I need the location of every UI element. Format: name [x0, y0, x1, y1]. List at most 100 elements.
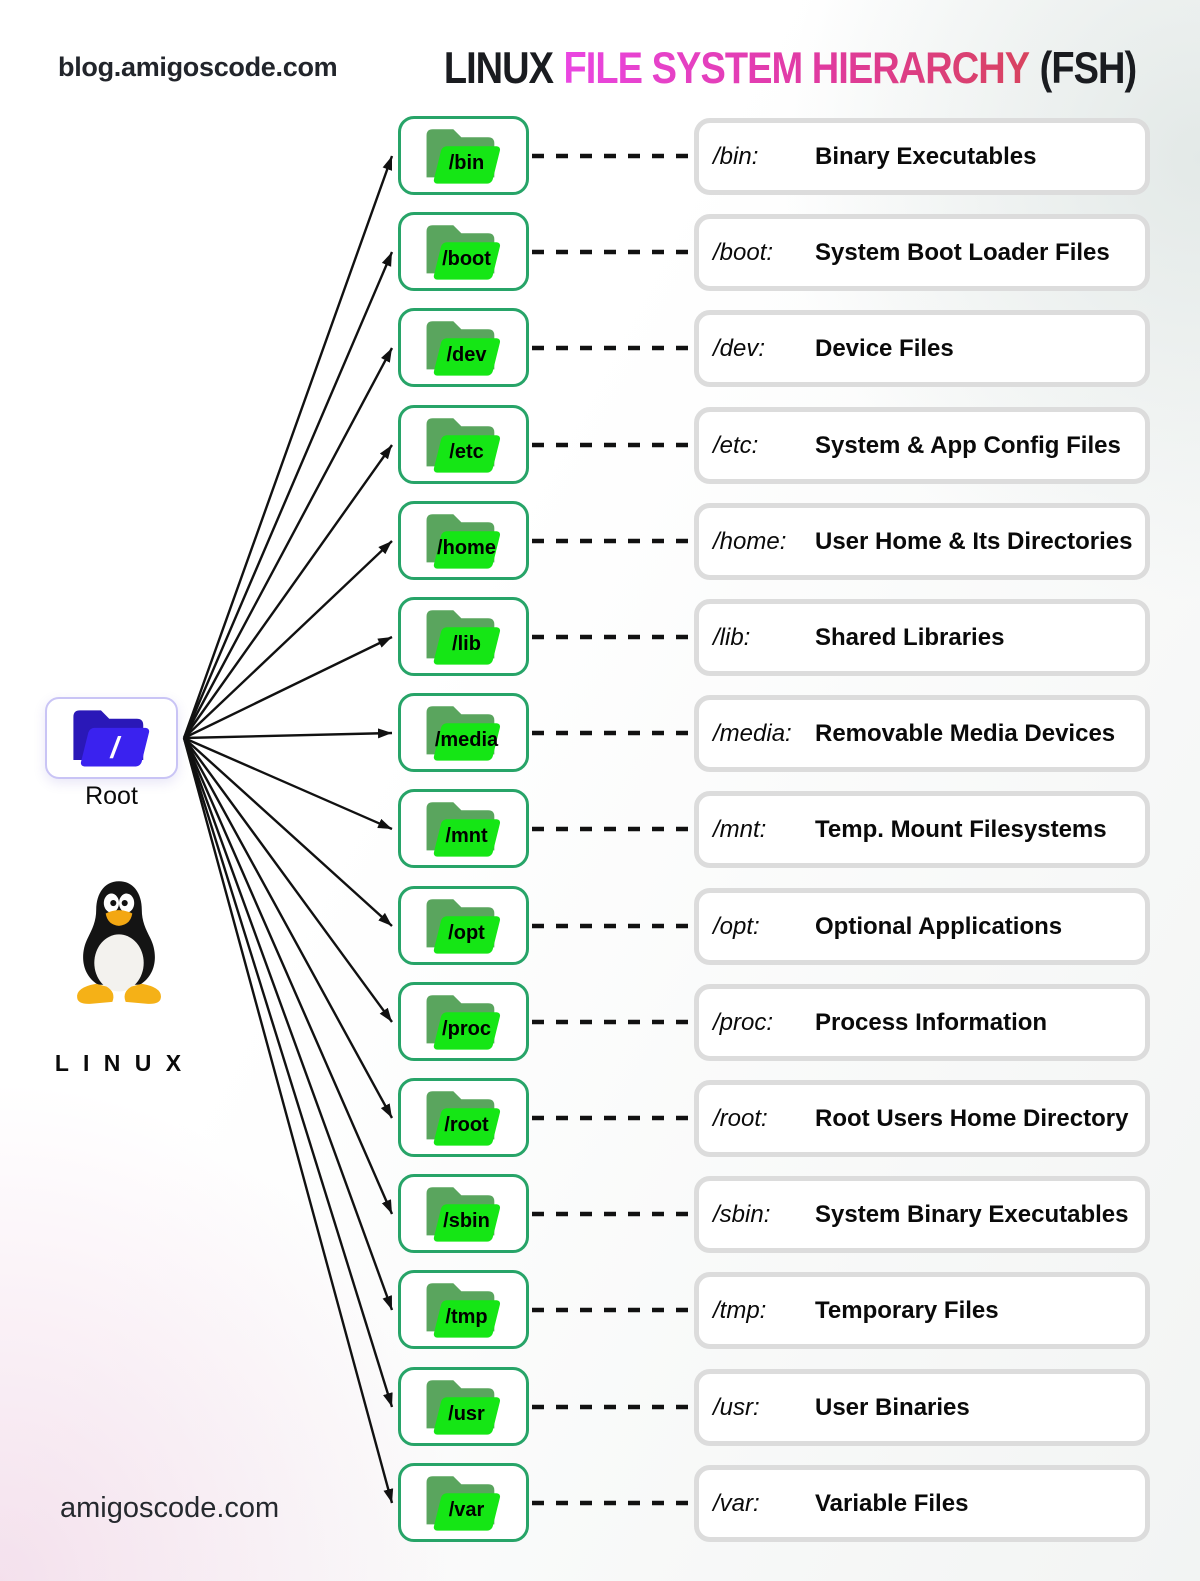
- folder-icon: [426, 898, 500, 954]
- folder-icon: [426, 128, 500, 184]
- description-label: System & App Config Files: [815, 431, 1121, 459]
- folder-icon: [426, 417, 500, 473]
- path-label: /media:: [713, 719, 792, 747]
- description-label: Temporary Files: [815, 1296, 999, 1324]
- path-label: /root:: [713, 1104, 768, 1132]
- title-highlight: FILE SYSTEM HIERARCHY: [563, 44, 1031, 94]
- title-suffix: (FSH): [1039, 44, 1138, 94]
- folder-name-label: /bin: [448, 152, 485, 174]
- description-label: User Binaries: [815, 1393, 970, 1421]
- folder-icon: [426, 609, 500, 665]
- folder-name-label: /root: [444, 1114, 489, 1136]
- description-label: Removable Media Devices: [815, 719, 1116, 747]
- description-box: /opt: Optional Applications: [694, 888, 1150, 965]
- folder-node: /root: [398, 1078, 529, 1157]
- folder-icon: [426, 994, 500, 1050]
- path-label: /etc:: [713, 431, 759, 459]
- folder-name-label: /tmp: [445, 1306, 488, 1328]
- folder-node: /proc: [398, 982, 529, 1061]
- description-box: /tmp: Temporary Files: [694, 1272, 1150, 1349]
- description-box: /etc: System & App Config Files: [694, 407, 1150, 484]
- folder-name-label: /lib: [452, 633, 481, 655]
- folder-icon: [426, 1379, 500, 1435]
- description-box: /usr: User Binaries: [694, 1369, 1150, 1446]
- description-label: System Boot Loader Files: [815, 238, 1110, 266]
- description-label: Optional Applications: [815, 912, 1063, 940]
- path-label: /tmp:: [713, 1296, 767, 1324]
- folder-name-label: /sbin: [443, 1210, 490, 1232]
- description-box: /bin: Binary Executables: [694, 118, 1150, 195]
- folder-name-label: /proc: [442, 1018, 491, 1040]
- folder-node: /usr: [398, 1367, 529, 1446]
- linux-caption: L I N U X: [54, 1050, 186, 1076]
- path-label: /home:: [713, 527, 787, 555]
- tux-penguin-icon: [62, 874, 176, 1010]
- description-box: /sbin: System Binary Executables: [694, 1176, 1150, 1253]
- description-label: Root Users Home Directory: [815, 1104, 1129, 1132]
- folder-icon: [426, 513, 500, 569]
- path-label: /lib:: [713, 623, 751, 651]
- folder-icon: [426, 1475, 500, 1531]
- folder-node: /opt: [398, 886, 529, 965]
- description-box: /mnt: Temp. Mount Filesystems: [694, 791, 1150, 868]
- root-folder-icon: /: [72, 710, 149, 767]
- description-box: /boot: System Boot Loader Files: [694, 214, 1150, 291]
- folder-icon: [426, 705, 500, 761]
- root-slash-label: /: [108, 731, 121, 764]
- description-label: System Binary Executables: [815, 1200, 1129, 1228]
- description-box: /lib: Shared Libraries: [694, 599, 1150, 676]
- path-label: /dev:: [713, 334, 766, 362]
- folder-name-label: /boot: [442, 248, 491, 270]
- description-label: Binary Executables: [815, 142, 1037, 170]
- folder-node: /etc: [398, 405, 529, 484]
- folder-name-label: /dev: [446, 344, 487, 366]
- folder-icon: [426, 1282, 500, 1338]
- folder-node: /bin: [398, 116, 529, 195]
- path-label: /sbin:: [713, 1200, 771, 1228]
- folder-node: /home: [398, 501, 529, 580]
- description-box: /root: Root Users Home Directory: [694, 1080, 1150, 1157]
- path-label: /usr:: [713, 1393, 760, 1421]
- folder-node: /var: [398, 1463, 529, 1542]
- title-prefix: LINUX: [443, 44, 554, 94]
- folder-name-label: /usr: [448, 1403, 485, 1425]
- blog-url-text: blog.amigoscode.com: [58, 52, 338, 82]
- folder-name-label: /opt: [448, 922, 485, 944]
- folder-name-label: /media: [434, 729, 499, 751]
- description-label: Device Files: [815, 334, 954, 362]
- folder-name-label: /var: [448, 1499, 485, 1521]
- path-label: /bin:: [713, 142, 759, 170]
- folder-node: /lib: [398, 597, 529, 676]
- path-label: /opt:: [713, 912, 760, 940]
- folder-name-label: /mnt: [445, 825, 488, 847]
- description-label: Process Information: [815, 1008, 1048, 1036]
- footer-url-text: amigoscode.com: [60, 1492, 280, 1524]
- description-box: /proc: Process Information: [694, 984, 1150, 1061]
- description-label: Variable Files: [815, 1489, 969, 1517]
- folder-node: /sbin: [398, 1174, 529, 1253]
- folder-name-label: /home: [437, 537, 496, 559]
- description-box: /home: User Home & Its Directories: [694, 503, 1150, 580]
- description-box: /dev: Device Files: [694, 310, 1150, 387]
- folder-icon: [426, 1090, 500, 1146]
- folder-name-label: /etc: [449, 441, 484, 463]
- description-box: /var: Variable Files: [694, 1465, 1150, 1542]
- folder-node: /tmp: [398, 1270, 529, 1349]
- description-box: /media: Removable Media Devices: [694, 695, 1150, 772]
- path-label: /boot:: [713, 238, 774, 266]
- folder-node: /dev: [398, 308, 529, 387]
- description-label: Temp. Mount Filesystems: [815, 815, 1107, 843]
- folder-icon: [426, 224, 500, 280]
- root-node-label: Root: [85, 782, 138, 810]
- path-label: /var:: [713, 1489, 760, 1517]
- folder-node: /boot: [398, 212, 529, 291]
- path-label: /mnt:: [713, 815, 767, 843]
- folder-node: /mnt: [398, 789, 529, 868]
- folder-icon: [426, 320, 500, 376]
- description-label: User Home & Its Directories: [815, 527, 1133, 555]
- folder-icon: [426, 1186, 500, 1242]
- description-label: Shared Libraries: [815, 623, 1005, 651]
- root-directory-node: /: [45, 697, 178, 779]
- path-label: /proc:: [713, 1008, 774, 1036]
